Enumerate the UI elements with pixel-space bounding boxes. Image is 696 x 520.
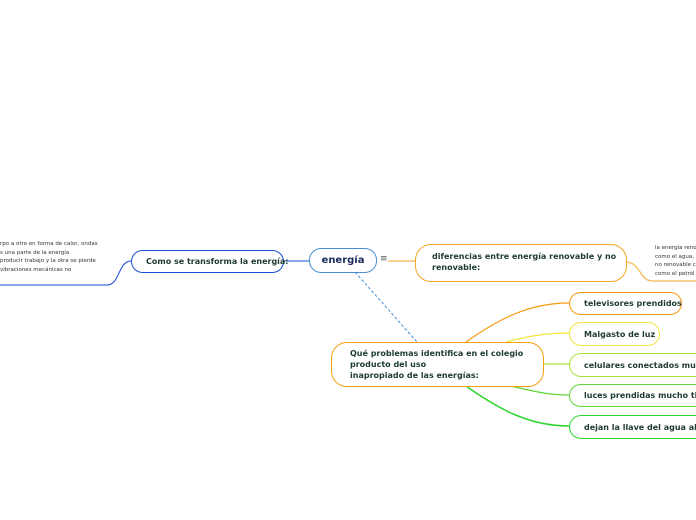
central-label: energía bbox=[321, 255, 365, 266]
child-label: dejan la llave del agua abier bbox=[584, 422, 696, 432]
child-label: Malgasto de luz bbox=[584, 329, 656, 339]
note-line: no renovable c bbox=[655, 262, 696, 268]
differences-node[interactable]: diferencias entre energía renovable y no… bbox=[415, 244, 627, 282]
problems-label: Qué problemas identifica en el colegio bbox=[350, 349, 524, 358]
note-line: rpo a otro en forma de calor, ondas bbox=[0, 241, 98, 247]
note-line: s una parte de la energía bbox=[0, 249, 70, 256]
problems-label: producto del uso bbox=[350, 360, 427, 369]
differences-label: diferencias entre energía renovable y no bbox=[432, 252, 617, 261]
transform-label: Como se transforma la energía: bbox=[146, 257, 289, 266]
problems-node[interactable]: Qué problemas identifica en el colegio p… bbox=[331, 342, 544, 387]
left-note: rpo a otro en forma de calor, ondas s un… bbox=[0, 240, 98, 274]
differences-label: renovable: bbox=[432, 263, 481, 272]
child-node[interactable]: celulares conectados mucho bbox=[569, 353, 696, 377]
note-line: producir trabajo y la otra se pierde bbox=[0, 258, 96, 264]
child-label: celulares conectados mucho bbox=[584, 360, 696, 370]
transform-node[interactable]: Como se transforma la energía: bbox=[131, 250, 289, 273]
note-line: como el agua, bbox=[655, 253, 694, 260]
note-line: vibraciones mecánicas no bbox=[0, 266, 72, 273]
problems-label: inapropiado de las energías: bbox=[350, 371, 479, 380]
child-node[interactable]: dejan la llave del agua abier bbox=[569, 415, 696, 439]
right-note: la energía reno como el agua, no renovab… bbox=[655, 244, 696, 278]
child-label: luces prendidas mucho tiem bbox=[584, 391, 696, 400]
note-line: como el petról bbox=[655, 270, 695, 277]
child-label: televisores prendidos bbox=[584, 299, 682, 308]
note-line: la energía reno bbox=[655, 245, 696, 251]
child-node[interactable]: luces prendidas mucho tiem bbox=[569, 384, 696, 407]
menu-icon[interactable]: ≡ bbox=[380, 254, 388, 264]
child-node[interactable]: Malgasto de luz bbox=[569, 322, 660, 346]
central-node[interactable]: energía bbox=[309, 248, 377, 273]
child-node[interactable]: televisores prendidos bbox=[569, 292, 682, 315]
